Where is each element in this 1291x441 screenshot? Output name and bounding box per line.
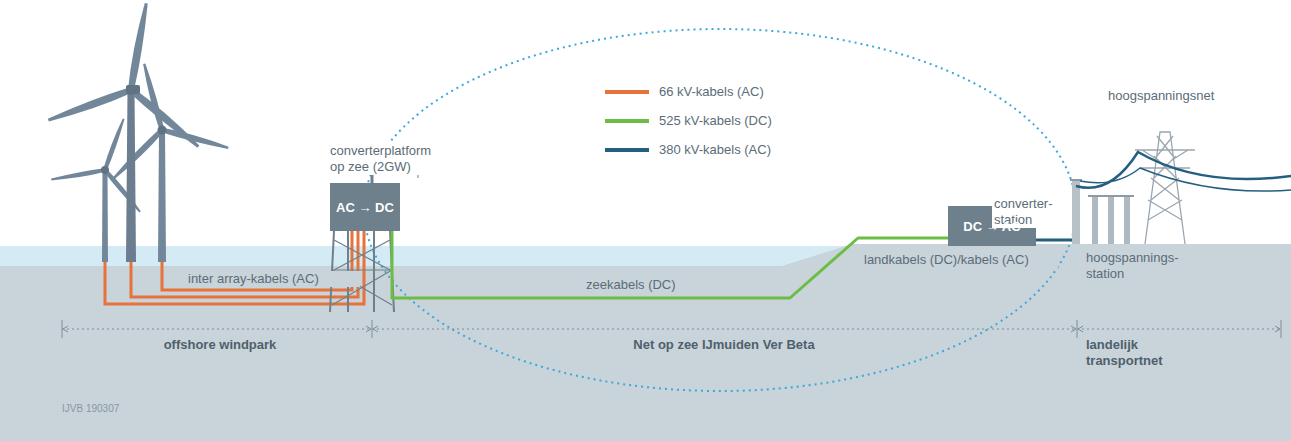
node-text: AC → DC — [336, 200, 394, 215]
wind-turbine — [111, 63, 229, 262]
edge-label: zeekabels (DC) — [584, 277, 678, 293]
legend-text: 380 kV-kabels (AC) — [657, 142, 773, 158]
text-label: hoogspannings- station — [1084, 250, 1192, 282]
text-label: IJVB 190307 — [62, 401, 182, 417]
hv-station — [1070, 180, 1134, 244]
converter-platform: converterplatform op zee (2GW)AC → DC — [330, 183, 400, 231]
pylon — [1135, 132, 1195, 244]
overhead-line — [1076, 152, 1291, 191]
text-label: landelijk transportnet — [1084, 337, 1188, 369]
legend-line — [605, 119, 649, 123]
wind-turbine — [47, 3, 201, 262]
legend-line — [605, 90, 649, 94]
text-label: landkabels (DC)/kabels (AC) — [862, 252, 1058, 268]
inter-array-cables — [105, 231, 364, 304]
dimension-line — [62, 320, 1281, 338]
legend-line — [605, 148, 649, 152]
node-heading: converterplatform op zee (2GW) — [328, 143, 450, 175]
legend-text: 525 kV-kabels (DC) — [657, 113, 774, 129]
converter-station: converter- stationDC → AC — [948, 206, 1036, 246]
text-label: offshore windpark — [150, 337, 290, 353]
text-label: inter array-kabels (AC) — [186, 271, 360, 287]
legend-text: 66 kV-kabels (AC) — [657, 84, 766, 100]
node-text: DC → AC — [963, 219, 1020, 234]
seabed-land — [0, 244, 1291, 441]
text-label: hoogspanningsnet — [1106, 88, 1234, 104]
text-label: Net op zee IJmuiden Ver Beta — [610, 337, 838, 353]
scope-ellipse — [364, 29, 1076, 391]
